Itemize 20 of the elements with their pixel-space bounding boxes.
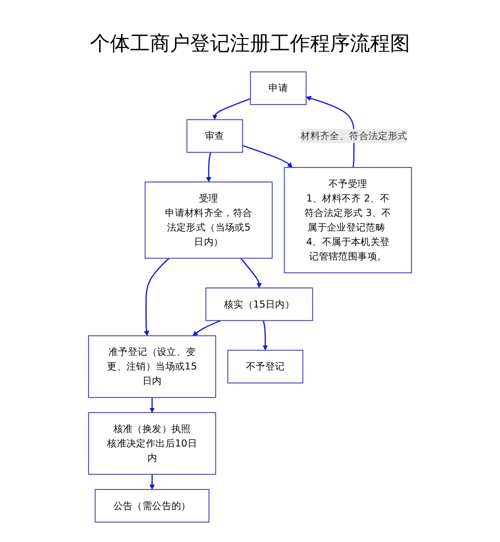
- node-box: 不予受理 1、材料不齐 2、不符合法定形式 3、不属于企业登记范畴 4、不属于本机关登记管辖范围事项。: [284, 167, 412, 274]
- diagram-title: 个体工商户登记注册工作程序流程图: [89, 30, 411, 57]
- arrow: [149, 474, 155, 490]
- arrow: [206, 152, 212, 182]
- arrow: [240, 258, 262, 288]
- node-box: 核准（换发）执照 核准决定作出后10日内: [88, 412, 216, 475]
- node-box: 审查: [186, 119, 244, 153]
- arrow: [192, 320, 221, 336]
- node-box: 不予登记: [227, 350, 304, 384]
- node-box: 受理 申请材料齐全，符合法定形式（当场或5日内）: [144, 182, 273, 259]
- node-box: 公告（需公告的）: [94, 489, 210, 523]
- edge-label: 材料齐全、符合法定形式: [300, 130, 408, 142]
- arrow: [149, 397, 155, 413]
- node-box: 准予登记（设立、变更、注销）当场或15日内: [88, 335, 216, 398]
- arrow: [262, 320, 268, 350]
- arrow: [242, 145, 293, 168]
- arrow: [212, 98, 251, 120]
- node-box: 申请: [250, 71, 307, 105]
- node-box: 核实（15日内）: [205, 287, 314, 322]
- arrow: [144, 258, 170, 336]
